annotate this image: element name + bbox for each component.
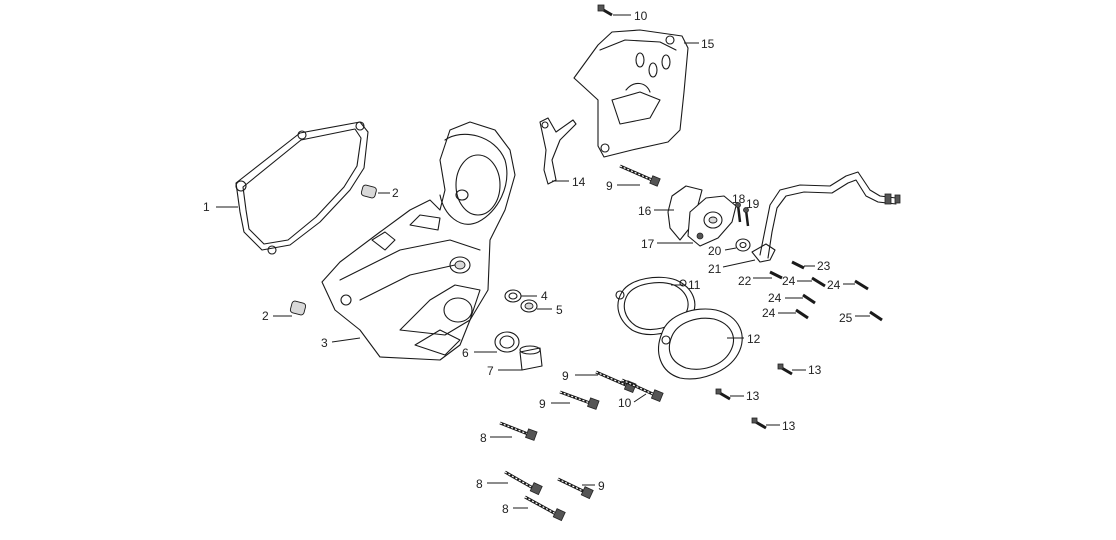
- part-5-seal: [520, 299, 538, 313]
- part-10-bolt-cluster: [621, 378, 664, 403]
- part-21-coolant-hose: [751, 171, 901, 263]
- label-3: 3: [321, 336, 328, 350]
- label-23: 23: [817, 259, 831, 273]
- part-6-oil-seal: [494, 331, 520, 353]
- label-10-top: 10: [634, 9, 648, 23]
- part-19-screw: [743, 207, 750, 227]
- label-6: 6: [462, 346, 469, 360]
- label-15: 15: [701, 37, 715, 51]
- label-24-c: 24: [768, 291, 782, 305]
- label-8-lower: 8: [502, 502, 509, 516]
- label-19: 19: [746, 197, 760, 211]
- label-24-a: 24: [782, 274, 796, 288]
- part-24-bolt-b: [854, 279, 869, 291]
- label-5: 5: [556, 303, 563, 317]
- label-7: 7: [487, 364, 494, 378]
- part-24-bolt-d: [795, 308, 809, 320]
- label-24-b: 24: [827, 278, 841, 292]
- part-13-bolt-c: [751, 417, 767, 430]
- part-8-bolt-upper: [499, 421, 538, 441]
- label-2-lower: 2: [262, 309, 269, 323]
- label-12: 12: [747, 332, 761, 346]
- part-13-bolt-b: [715, 388, 731, 401]
- label-13-a: 13: [808, 363, 822, 377]
- part-4-o-ring: [504, 289, 522, 303]
- part-8-bolt-lower: [524, 495, 566, 522]
- part-9-bolt-lower: [557, 477, 594, 500]
- label-11: 11: [688, 278, 701, 292]
- label-22: 22: [738, 274, 752, 288]
- part-24-bolt-a: [811, 276, 826, 288]
- label-16: 16: [638, 204, 652, 218]
- label-9-mid: 9: [539, 397, 546, 411]
- label-20: 20: [708, 244, 722, 258]
- label-24-d: 24: [762, 306, 776, 320]
- part-22-bolt: [769, 270, 783, 280]
- part-14-bracket: [539, 117, 577, 185]
- part-12-ignition-cover: [658, 308, 743, 380]
- part-1-gasket: [235, 121, 369, 255]
- part-20-o-ring: [735, 238, 751, 252]
- label-18: 18: [732, 192, 746, 206]
- label-9-upper: 9: [606, 179, 613, 193]
- part-23-bolt: [791, 260, 805, 270]
- part-8-bolt-middle: [504, 470, 543, 496]
- part-2-dowel-pin-lower: [289, 300, 307, 316]
- label-14: 14: [572, 175, 586, 189]
- label-8-middle: 8: [476, 477, 483, 491]
- part-15-cover: [573, 29, 689, 158]
- label-1: 1: [203, 200, 210, 214]
- part-18-screw: [735, 202, 742, 223]
- part-17-pump-housing: [687, 195, 737, 247]
- label-13-b: 13: [746, 389, 760, 403]
- part-9-bolt-upper: [619, 164, 661, 187]
- part-7-bushing: [519, 345, 543, 371]
- label-2-upper: 2: [392, 186, 399, 200]
- part-9-bolt-mid: [559, 390, 600, 410]
- label-9-lower: 9: [598, 479, 605, 493]
- part-2-dowel-pin-upper: [360, 184, 377, 199]
- part-25-bolt: [869, 310, 883, 322]
- part-24-bolt-c: [802, 293, 816, 305]
- label-25: 25: [839, 311, 853, 325]
- label-21: 21: [708, 262, 722, 276]
- label-9-cluster: 9: [562, 369, 569, 383]
- label-13-c: 13: [782, 419, 796, 433]
- label-10-cluster: 10: [618, 396, 632, 410]
- label-17: 17: [641, 237, 655, 251]
- label-4: 4: [541, 289, 548, 303]
- part-10-bolt-top: [597, 4, 613, 17]
- part-13-bolt-a: [777, 363, 793, 376]
- label-8-upper: 8: [480, 431, 487, 445]
- part-3-crankcase: [321, 121, 516, 361]
